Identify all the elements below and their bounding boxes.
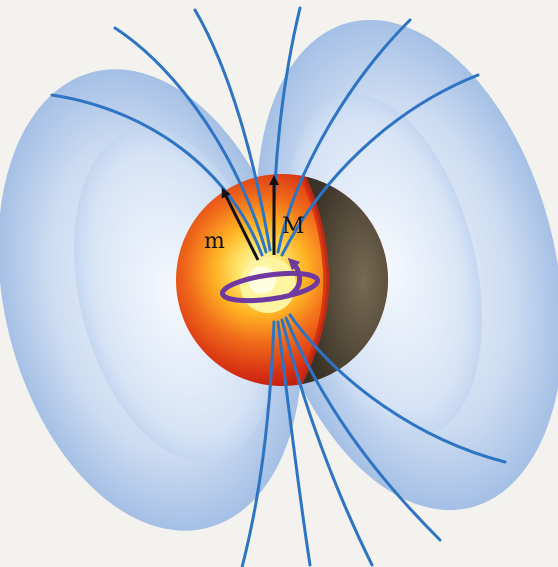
M-label: M [282, 214, 305, 239]
m-label: m [204, 229, 225, 254]
